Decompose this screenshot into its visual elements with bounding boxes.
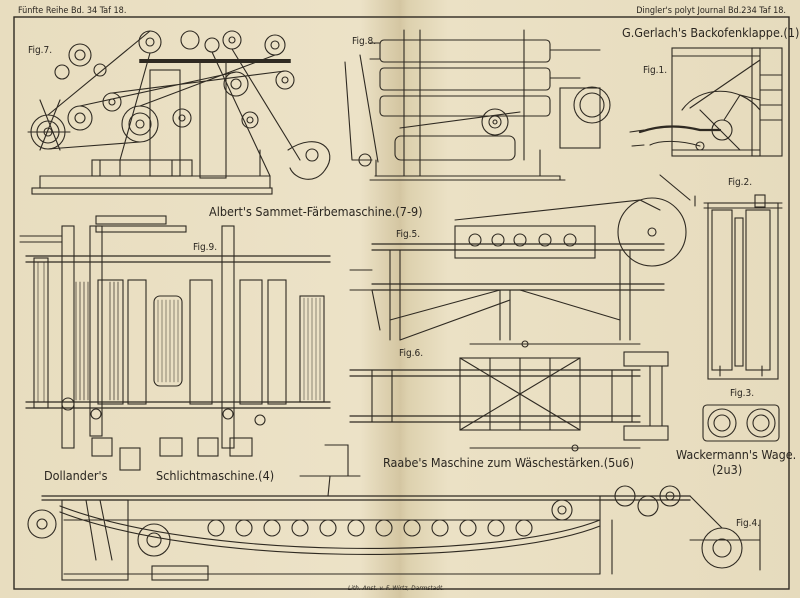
fig7-drawing (27, 30, 331, 195)
fig4-drawing (27, 444, 761, 581)
title-raabe: Raabe's Maschine zum Wäschestärken.(5u6) (383, 455, 634, 470)
fig5-drawing (349, 197, 687, 341)
fig6-drawing (349, 340, 669, 452)
fig3-label: Fig.3. (730, 388, 755, 399)
plate-border (13, 16, 790, 590)
title-albert: Albert's Sammet-Färbemaschine.(7-9) (209, 204, 423, 219)
lithographer-imprint: Lith. Anst. v. F. Wirtz, Darmstadt. (348, 584, 445, 592)
fig9-label: Fig.9. (193, 242, 218, 253)
title-dollander-1: Dollander's (44, 468, 108, 483)
fig2-label: Fig.2. (728, 177, 753, 188)
fig3-drawing (702, 404, 780, 442)
title-wackermann-1: Wackermann's Wage. (676, 447, 797, 462)
header-left: Fünfte Reihe Bd. 34 Taf 18. (18, 6, 127, 16)
fig6-label: Fig.6. (399, 348, 424, 359)
title-wackermann-2: (2u3) (712, 462, 743, 477)
fig7-label: Fig.7. (28, 45, 53, 56)
title-gerlach: G.Gerlach's Backofenklappe.(1) (622, 25, 800, 40)
fig9-drawing (19, 215, 331, 471)
fig1-label: Fig.1. (643, 65, 668, 76)
fig5-label: Fig.5. (396, 229, 421, 240)
header-right: Dingler's polyt Journal Bd.234 Taf 18. (636, 6, 786, 16)
fig8-drawing (344, 29, 611, 181)
fig4-label: Fig.4. (736, 518, 761, 529)
fig1-drawing (629, 47, 783, 207)
fig2-drawing (703, 194, 783, 380)
fig8-label: Fig.8. (352, 36, 377, 47)
title-dollander-2: Schlichtmaschine.(4) (156, 468, 275, 483)
